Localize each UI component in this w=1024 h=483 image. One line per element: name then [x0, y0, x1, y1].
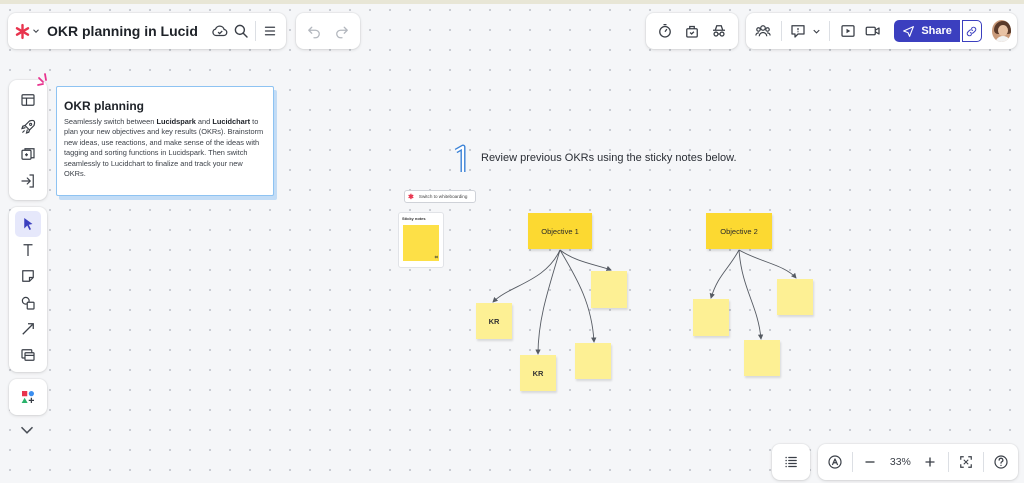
- help-icon[interactable]: [988, 449, 1014, 475]
- share-button[interactable]: Share: [894, 20, 960, 42]
- divider: [852, 452, 854, 472]
- template-icon[interactable]: [15, 87, 41, 113]
- voting-icon[interactable]: [679, 18, 705, 44]
- objective-2-note[interactable]: Objective 2: [706, 213, 772, 249]
- cloud-save-icon[interactable]: [210, 18, 230, 44]
- container-icon[interactable]: [15, 342, 41, 368]
- lucid-asterisk-icon: [15, 23, 30, 39]
- step-number-one-icon: [454, 144, 466, 172]
- connector-obj1-note3: [559, 249, 597, 343]
- menu-icon[interactable]: [260, 18, 280, 44]
- video-icon[interactable]: [861, 18, 884, 44]
- objective-1-note[interactable]: Objective 1: [528, 213, 592, 249]
- key-result-note-kr-2[interactable]: KR: [520, 355, 556, 391]
- select-icon[interactable]: [15, 211, 41, 238]
- send-icon: [903, 25, 915, 37]
- shape-library-icon[interactable]: [15, 384, 41, 410]
- undo-icon[interactable]: [301, 18, 327, 44]
- chevron-down-icon[interactable]: [16, 421, 38, 439]
- line-icon[interactable]: [15, 316, 41, 342]
- card-heading: OKR planning: [64, 99, 144, 113]
- lucid-logo-menu[interactable]: [14, 18, 41, 44]
- redo-icon[interactable]: [329, 18, 355, 44]
- switch-chip-label: Switch to whiteboarding: [418, 194, 468, 199]
- divider: [829, 21, 831, 41]
- add-icon: ⌗: [434, 255, 438, 261]
- accessibility-icon[interactable]: [822, 449, 848, 475]
- outline-toolbar: [772, 444, 810, 480]
- sparkle-decoration-icon: [37, 73, 47, 86]
- title-toolbar: OKR planning in Lucid: [8, 13, 286, 49]
- lucid-asterisk-icon: ✱: [408, 193, 414, 201]
- key-result-note[interactable]: [693, 299, 729, 336]
- reactions-icon[interactable]: [788, 18, 807, 44]
- copy-link-button[interactable]: [961, 20, 982, 42]
- connector-obj1-kr2: [535, 249, 561, 355]
- zoom-out-icon[interactable]: [857, 449, 883, 475]
- chevron-down-icon: [33, 29, 39, 33]
- document-title[interactable]: OKR planning in Lucid: [47, 23, 198, 39]
- left-drawing-toolbar: [9, 207, 47, 372]
- share-toolbar: Share: [746, 13, 1017, 49]
- zoom-level[interactable]: 33%: [889, 456, 911, 468]
- zoom-in-icon[interactable]: [917, 449, 943, 475]
- browser-top-strip: [0, 0, 1024, 4]
- fit-to-screen-icon[interactable]: [953, 449, 979, 475]
- card-description: Seamlessly switch between Lucidspark and…: [64, 117, 264, 179]
- present-icon[interactable]: [836, 18, 859, 44]
- divider: [254, 21, 256, 41]
- zoom-toolbar: 33%: [818, 444, 1018, 480]
- connector-obj2-note3: [738, 249, 797, 279]
- key-result-note-kr-1[interactable]: KR: [476, 303, 512, 339]
- chevron-down-icon[interactable]: [809, 18, 823, 44]
- share-button-label: Share: [921, 25, 952, 37]
- switch-to-whiteboarding-button[interactable]: ✱ Switch to whiteboarding: [404, 190, 476, 203]
- rocket-icon[interactable]: [15, 114, 41, 140]
- key-result-note[interactable]: [575, 343, 611, 379]
- collaborators-icon[interactable]: [752, 18, 775, 44]
- import-icon[interactable]: [15, 168, 41, 194]
- spy-icon[interactable]: [706, 18, 732, 44]
- connector-obj2-note2: [738, 249, 764, 340]
- link-icon: [966, 26, 977, 36]
- timer-icon[interactable]: [652, 18, 678, 44]
- key-result-note[interactable]: [591, 271, 627, 308]
- key-result-note[interactable]: [744, 340, 780, 376]
- avatar[interactable]: [991, 20, 1012, 42]
- sticky-notes-card[interactable]: Sticky notes ⌗: [398, 212, 444, 268]
- okr-planning-card[interactable]: OKR planning Seamlessly switch between L…: [56, 86, 274, 196]
- connector-obj1-kr1: [492, 249, 561, 303]
- divider: [982, 452, 984, 472]
- divider: [780, 21, 782, 41]
- sticky-card-label: Sticky notes: [402, 216, 426, 221]
- divider: [947, 452, 949, 472]
- step-instruction[interactable]: Review previous OKRs using the sticky no…: [481, 152, 737, 164]
- sticky-note-icon[interactable]: [15, 263, 41, 289]
- left-utility-toolbar: [9, 80, 47, 200]
- history-toolbar: [296, 13, 360, 49]
- search-icon[interactable]: [230, 18, 250, 44]
- frame-icon[interactable]: [15, 141, 41, 167]
- connector-obj2-note1: [709, 249, 740, 299]
- text-icon[interactable]: [15, 237, 41, 263]
- key-result-note[interactable]: [777, 279, 813, 315]
- shape-library-toolbar: [9, 379, 47, 415]
- shapes-icon[interactable]: [15, 290, 41, 316]
- connector-obj1-note1: [559, 249, 612, 271]
- list-icon[interactable]: [778, 449, 804, 475]
- sticky-note-sample[interactable]: ⌗: [403, 225, 439, 261]
- facilitation-toolbar: [646, 13, 738, 49]
